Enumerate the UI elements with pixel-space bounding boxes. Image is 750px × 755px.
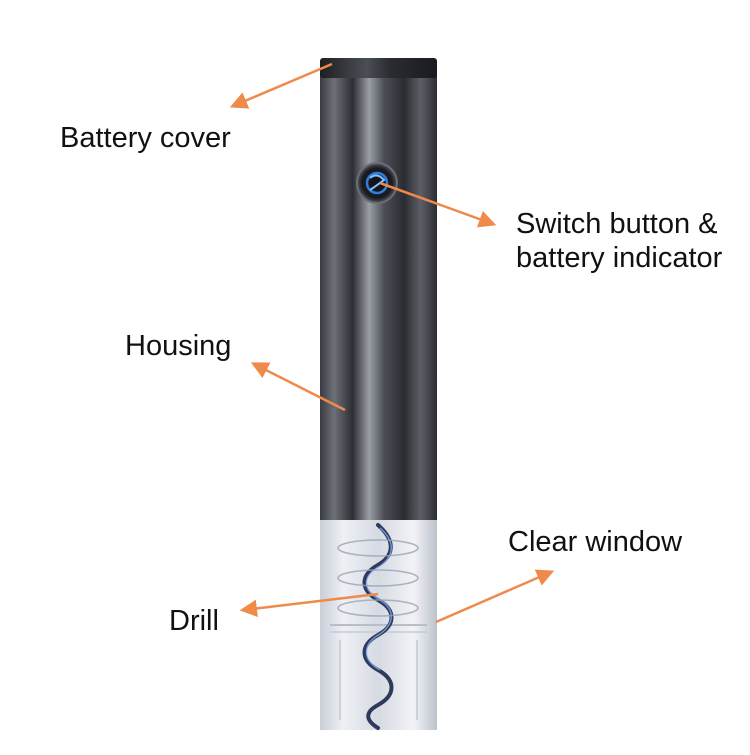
arrow-drill <box>239 592 379 618</box>
label-switch-button: Switch button & battery indicator <box>516 207 722 275</box>
arrow-switch <box>379 181 497 228</box>
label-drill: Drill <box>169 605 219 637</box>
arrow-housing <box>250 362 346 412</box>
label-clear-window: Clear window <box>508 526 683 558</box>
power-swirl-icon <box>365 171 389 195</box>
label-switch-line2: battery indicator <box>516 242 723 274</box>
arrow-battery-cover <box>229 62 333 109</box>
label-battery-cover: Battery cover <box>60 122 231 154</box>
housing-body <box>320 62 437 522</box>
battery-cover-cap <box>320 58 437 78</box>
label-switch-line1: Switch button & <box>516 208 718 240</box>
switch-button[interactable] <box>356 162 398 204</box>
drill-coils <box>337 539 419 617</box>
arrow-clear-window <box>435 569 555 624</box>
label-housing: Housing <box>125 330 232 362</box>
